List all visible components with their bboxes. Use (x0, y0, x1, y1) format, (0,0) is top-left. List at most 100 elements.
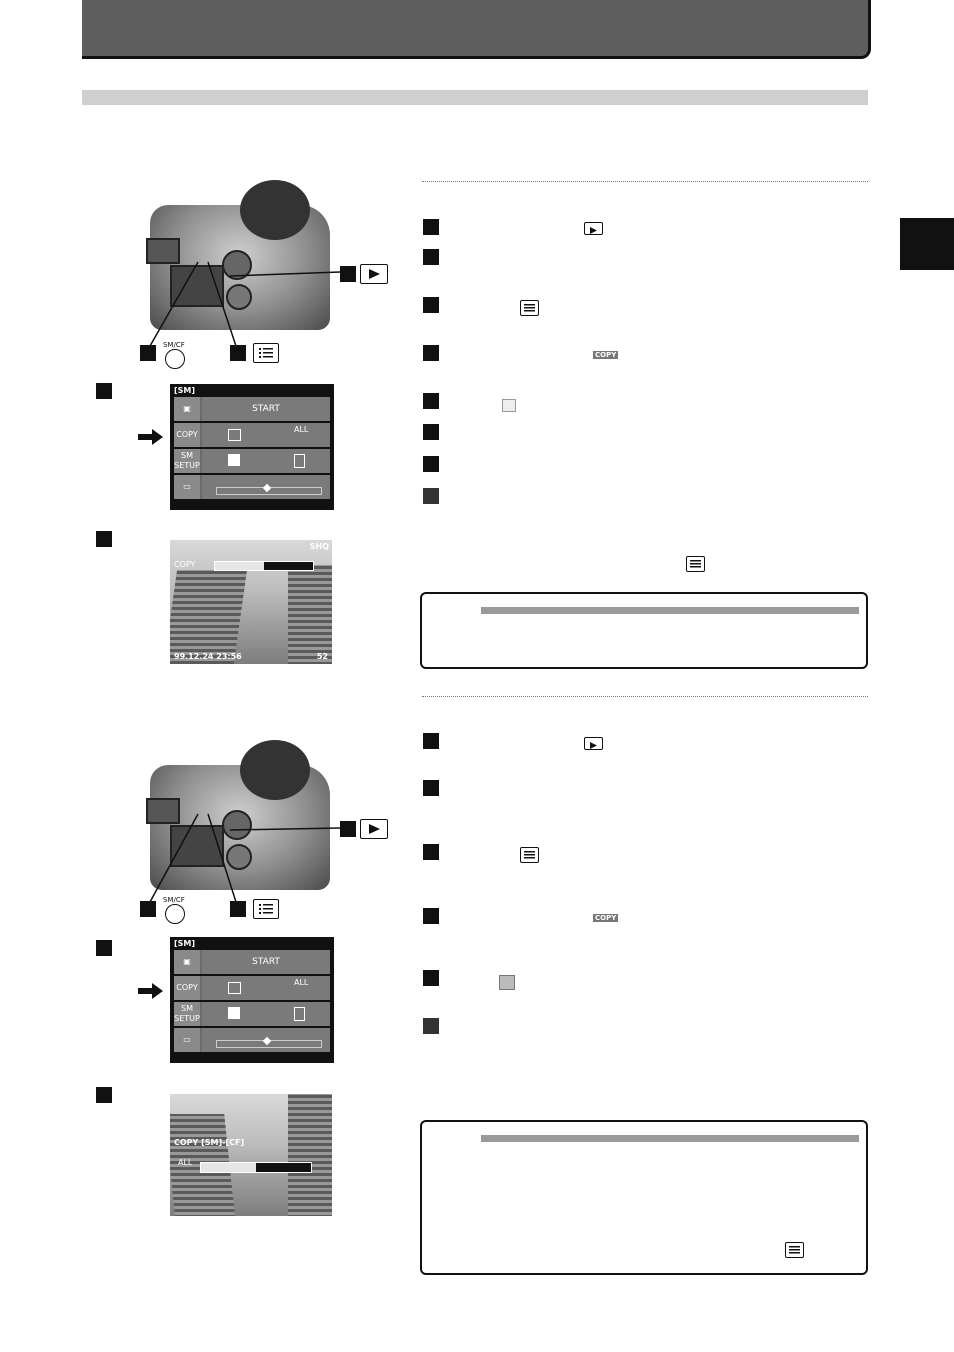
monitor-icon: ▭ (174, 475, 200, 499)
section-subbar (82, 90, 868, 105)
camera-illustration-1 (140, 180, 340, 340)
menu-list-icon (520, 300, 539, 316)
menu-list-icon (259, 904, 273, 914)
lcd-menu-screen-2: [SM] ▣ START COPY ALL SM SETUP ▭ (170, 937, 334, 1063)
step-marker (230, 345, 246, 361)
date-time-label: 99.12.24 23:56 (174, 652, 242, 661)
playback-menu-icon: ▣ (174, 950, 200, 974)
menu-row-start: ▣ START (174, 950, 330, 974)
step-marker (423, 970, 439, 986)
menu-row-start: ▣ START (174, 397, 330, 421)
menu-sm-setup-line2: SETUP (174, 1014, 200, 1023)
menu-row-brightness: ▭ (174, 475, 330, 499)
menu-list-icon (520, 847, 539, 863)
all-frames-icon (499, 975, 515, 990)
step-marker (423, 456, 439, 472)
step-marker (96, 1087, 112, 1103)
menu-row-sm-setup: SM SETUP (174, 1002, 330, 1026)
menu-row-brightness: ▭ (174, 1028, 330, 1052)
step-marker (423, 733, 439, 749)
step-marker (423, 345, 439, 361)
step-marker (140, 901, 156, 917)
sm-cf-button-icon (165, 904, 185, 924)
chapter-tab (900, 218, 954, 270)
play-icon (584, 737, 603, 750)
step-marker (340, 266, 356, 282)
play-icon (584, 222, 603, 235)
quality-label: SHQ (309, 542, 329, 551)
separator-middle (422, 696, 868, 697)
menu-title: [SM] (174, 386, 196, 395)
format-icon (228, 1007, 240, 1019)
single-frame-icon (228, 429, 241, 441)
menu-row-sm-setup: SM SETUP (174, 449, 330, 473)
copy-sm-cf-label: COPY [SM]-[CF] (174, 1138, 245, 1147)
step-marker (423, 249, 439, 265)
menu-row-copy: COPY ALL (174, 976, 330, 1000)
menu-sm-setup-line1: SM (181, 1004, 193, 1013)
step-marker (96, 940, 112, 956)
copy-badge-icon: COPY (593, 351, 619, 359)
callout-lines-2 (149, 813, 341, 903)
sm-cf-button-icon (165, 349, 185, 369)
step-marker (96, 531, 112, 547)
single-frame-icon (502, 399, 516, 412)
menu-list-icon (259, 348, 273, 358)
menu-start-label: START (202, 397, 330, 421)
lcd-menu-screen-1: [SM] ▣ START COPY ALL SM SETUP ▭ (170, 384, 334, 510)
menu-title: [SM] (174, 939, 196, 948)
play-button-callout (360, 264, 388, 284)
step-marker (423, 297, 439, 313)
step-marker (96, 383, 112, 399)
copy-progress-bar (200, 1162, 312, 1173)
monitor-icon: ▭ (174, 1028, 200, 1052)
menu-copy-label: COPY (174, 976, 200, 1000)
upload-icon (294, 1007, 305, 1021)
note-box-1 (420, 592, 868, 669)
arrow-right-icon (138, 983, 163, 999)
lcd-copy-progress-screen-1: SHQ COPY 99.12.24 23:56 52 (170, 540, 332, 664)
menu-button-callout (253, 343, 279, 363)
menu-list-icon (686, 556, 705, 572)
note-header-bar (481, 1135, 859, 1142)
note-header-bar (481, 607, 859, 614)
menu-sm-setup-line2: SETUP (174, 461, 200, 470)
all-frames-icon: ALL (294, 978, 309, 987)
step-marker (423, 219, 439, 235)
all-frames-icon: ALL (294, 425, 309, 434)
menu-start-label: START (202, 950, 330, 974)
step-marker (423, 780, 439, 796)
step-marker (230, 901, 246, 917)
play-icon (369, 269, 380, 279)
copy-progress-fill (215, 562, 264, 570)
playback-menu-icon: ▣ (174, 397, 200, 421)
frame-count-label: 52 (316, 652, 328, 661)
sm-cf-label: SM/CF (163, 341, 185, 349)
note-box-2 (420, 1120, 868, 1275)
copy-progress-fill (201, 1163, 256, 1172)
step-marker (423, 1018, 439, 1034)
copy-badge-icon: COPY (593, 914, 619, 922)
all-frames-icon: ALL (178, 1158, 193, 1167)
sm-cf-label: SM/CF (163, 896, 185, 904)
step-marker (423, 488, 439, 504)
callout-lines-1 (149, 261, 341, 347)
menu-sm-setup-line1: SM (181, 451, 193, 460)
separator-top (422, 181, 868, 182)
menu-list-icon (785, 1242, 804, 1258)
sm-cf-callout: SM/CF (163, 896, 189, 924)
play-icon (369, 824, 380, 834)
copy-label: COPY (174, 560, 196, 569)
step-marker (423, 393, 439, 409)
step-marker (423, 844, 439, 860)
copy-progress-bar (214, 561, 314, 571)
lcd-copy-progress-screen-2: COPY [SM]-[CF] ALL (170, 1094, 332, 1216)
menu-row-copy: COPY ALL (174, 423, 330, 447)
arrow-right-icon (138, 429, 163, 445)
menu-button-callout (253, 899, 279, 919)
step-marker (140, 345, 156, 361)
step-marker (423, 908, 439, 924)
upload-icon (294, 454, 305, 468)
sm-cf-callout: SM/CF (163, 341, 189, 369)
play-button-callout (360, 819, 388, 839)
